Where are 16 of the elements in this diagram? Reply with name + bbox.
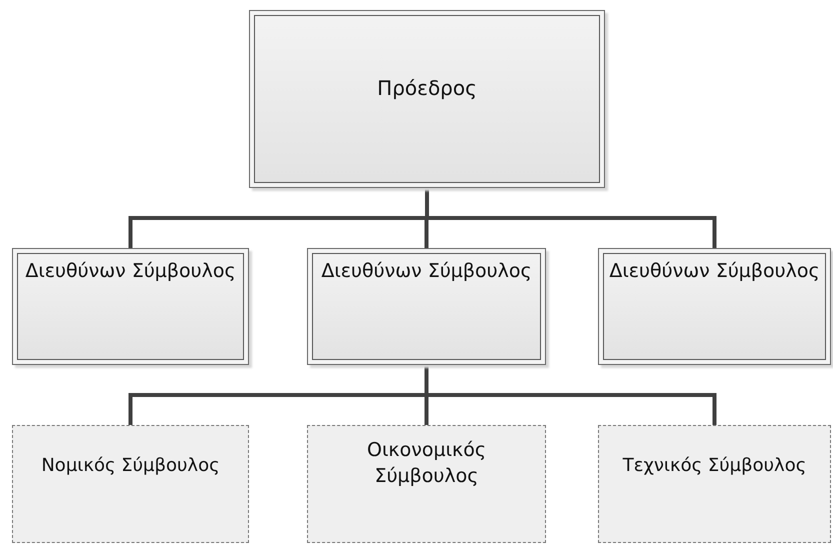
role-box bbox=[598, 248, 831, 365]
role-box bbox=[12, 248, 249, 365]
role-title: Διευθύνων Σύμβουλος bbox=[24, 259, 237, 284]
advisor-box bbox=[307, 425, 546, 543]
role-title: Πρόεδρος bbox=[376, 75, 478, 102]
role-title: Τεχνικός Σύμβουλος bbox=[622, 454, 808, 478]
connector-line bbox=[424, 365, 716, 425]
connector-line bbox=[425, 188, 716, 248]
role-title: Διευθύνων Σύμβουλος bbox=[320, 259, 533, 284]
role-box bbox=[249, 10, 605, 188]
advisor-box bbox=[12, 425, 249, 543]
advisor-box bbox=[598, 425, 831, 543]
role-title: Νομικός Σύμβουλος bbox=[40, 454, 221, 478]
role-box bbox=[307, 248, 546, 365]
role-title: Οικονομικός Σύμβουλος bbox=[366, 438, 487, 489]
role-title: Διευθύνων Σύμβουλος bbox=[608, 259, 821, 284]
